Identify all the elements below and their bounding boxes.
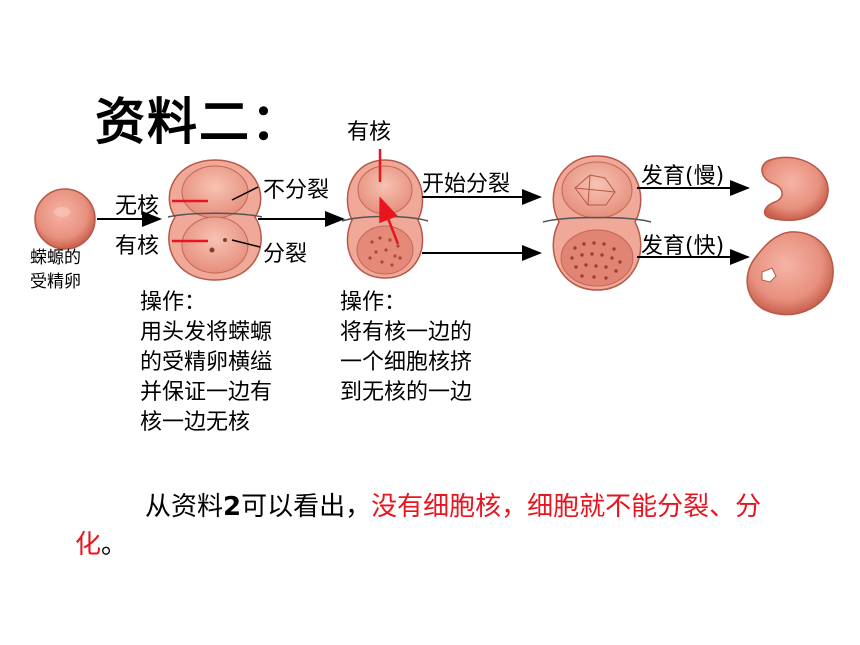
operation1-line: 用头发将蝾螈 <box>140 320 273 345</box>
label-has-nucleus: 有核 <box>115 234 160 259</box>
embryo-fast <box>746 231 834 316</box>
operation1-line: 并保证一边有 <box>140 380 273 405</box>
conclusion-paragraph: 从资料2可以看出，没有细胞核，细胞就不能分裂、分化。 <box>75 488 795 564</box>
conclusion-highlight-a: 没有细胞核，细胞就不 <box>371 492 632 522</box>
operation2-line: 将有核一边的 <box>340 320 473 345</box>
conclusion-suffix: 。 <box>101 530 128 560</box>
label-no-divide: 不分裂 <box>263 178 330 203</box>
constricted-egg-stage1 <box>167 159 263 281</box>
constricted-egg-stage2 <box>341 159 429 279</box>
label-nucleus-top: 有核 <box>347 120 392 145</box>
operation2-head: 操作： <box>340 290 407 315</box>
label-egg-line1: 蝾螈的 <box>30 248 81 268</box>
operation1-text: 操作： 用头发将蝾螈 的受精卵横缢 并保证一边有 核一边无核 <box>140 288 340 438</box>
conclusion-highlight-b: 能分裂、分化 <box>75 492 762 560</box>
label-egg: 蝾螈的 受精卵 <box>30 246 81 294</box>
nucleus-move-arrow <box>379 196 400 245</box>
conclusion-middle: 可以看出， <box>241 492 372 522</box>
label-develop-slow: 发育(慢) <box>641 164 725 189</box>
embryo-slow <box>761 156 829 221</box>
operation1-head: 操作： <box>140 290 207 315</box>
dividing-embryo <box>542 155 652 291</box>
conclusion-prefix: 从资料 <box>145 492 224 522</box>
conclusion-number: 2 <box>223 492 242 522</box>
operation2-line: 到无核的一边 <box>340 380 473 405</box>
pointer-divide <box>231 239 261 248</box>
label-develop-fast: 发育(快) <box>641 234 725 259</box>
label-egg-line2: 受精卵 <box>30 272 81 292</box>
label-no-nucleus: 无核 <box>115 194 160 219</box>
label-start-divide: 开始分裂 <box>422 172 511 197</box>
operation1-line: 的受精卵横缢 <box>140 350 273 375</box>
page-title: 资料二： <box>95 93 303 151</box>
operation2-line: 一个细胞核挤 <box>340 350 473 375</box>
fertilized-egg <box>34 188 96 250</box>
label-divide: 分裂 <box>263 242 308 267</box>
operation1-line: 核一边无核 <box>140 410 251 435</box>
operation2-text: 操作： 将有核一边的 一个细胞核挤 到无核的一边 <box>340 288 540 408</box>
pointer-no-divide <box>231 186 259 201</box>
